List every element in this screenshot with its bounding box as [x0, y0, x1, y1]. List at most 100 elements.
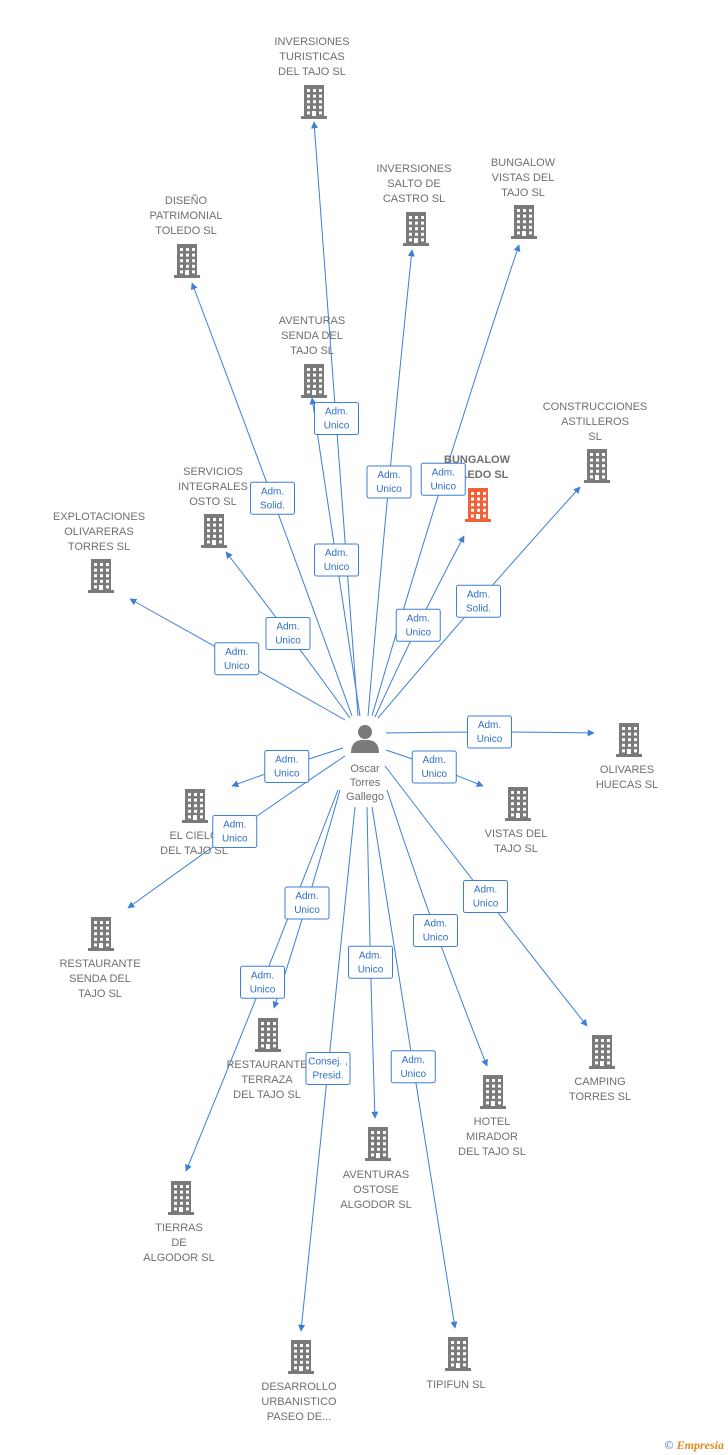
company-name-line: AVENTURAS — [279, 315, 345, 327]
edge-label-n16[interactable]: Adm.Unico — [413, 914, 458, 947]
edge-label-line: Adm. — [474, 885, 497, 896]
edge-label-line: Adm. — [225, 647, 248, 658]
edge-label-n8[interactable]: Adm.Unico — [265, 617, 311, 650]
building-icon — [445, 1337, 471, 1371]
company-name-line: TIERRAS — [155, 1222, 203, 1234]
edge-label-line: Unico — [275, 636, 301, 647]
edge-label-line: Unico — [224, 661, 250, 672]
building-icon — [201, 514, 227, 548]
edge-label-line: Adm. — [402, 1055, 425, 1066]
building-icon — [616, 723, 642, 757]
edge-label-line: Unico — [324, 421, 350, 432]
company-name-line: VISTAS DEL — [485, 828, 548, 840]
edge-label-line: Adm. — [325, 548, 348, 559]
edge-label-line: Unico — [358, 964, 384, 975]
edge-label-line: Consej. , — [308, 1057, 347, 1068]
edge-label-n7[interactable]: Adm.Unico — [395, 608, 441, 642]
company-name-line: CAMPING — [574, 1076, 625, 1088]
edge-label-n4[interactable]: Adm.Solid. — [250, 481, 295, 515]
building-icon — [88, 559, 114, 593]
edge-label-n11[interactable]: Adm.Unico — [264, 750, 310, 783]
company-name-line: HOTEL — [474, 1116, 511, 1128]
company-name-line: URBANISTICO — [261, 1396, 337, 1408]
edge-label-n9[interactable]: Adm. Unico — [214, 642, 260, 676]
edge-label-line: Adm. — [325, 407, 348, 418]
company-name-line: TAJO SL — [290, 345, 334, 357]
company-name-line: DE — [171, 1237, 186, 1249]
edge-label-n13[interactable]: Adm.Unico — [212, 815, 258, 848]
edge-label-line: Adm. — [261, 486, 284, 497]
company-name-line: DEL TAJO SL — [458, 1146, 526, 1158]
company-name-line: ALGODOR SL — [143, 1252, 215, 1264]
company-node-n18[interactable]: TIERRAS DE ALGODOR SL — [143, 1181, 215, 1264]
company-name-line: RESTAURANTE — [59, 958, 140, 970]
company-name-line: SENDA DEL — [69, 973, 131, 985]
edge-label-line: Solid. — [466, 603, 491, 614]
company-node-n20[interactable]: TIPIFUN SL — [426, 1337, 486, 1391]
company-name-line: TOLEDO SL — [155, 225, 217, 237]
company-name-line: CONSTRUCCIONES — [543, 401, 648, 413]
company-name-line: INVERSIONES — [274, 36, 349, 48]
company-name-line: TORRES SL — [68, 541, 130, 553]
company-name-line: VISTAS DEL — [492, 172, 555, 184]
edge-label-n18[interactable]: Adm.Unico — [240, 965, 285, 999]
company-name-line: RESTAURANTE — [226, 1059, 307, 1071]
company-node-n19[interactable]: DESARROLLO URBANISTICO PASEO DE... — [261, 1340, 337, 1423]
building-icon — [465, 488, 491, 522]
edge-label-line: Adm. — [424, 919, 447, 930]
edge-label-n14[interactable]: Adm. Unico — [463, 880, 508, 913]
brand-logo: Empresia — [676, 1438, 724, 1452]
company-name-line: EXPLOTACIONES — [53, 511, 145, 523]
edge-label-n20[interactable]: Adm. Unico — [390, 1050, 436, 1084]
edge-label-line: Adm. — [467, 589, 490, 600]
company-name-line: DESARROLLO — [261, 1381, 337, 1393]
edge-label-n5[interactable]: Adm.Unico — [314, 543, 359, 577]
company-name-line: PASEO DE... — [267, 1411, 332, 1423]
company-name-line: DEL TAJO SL — [160, 845, 228, 857]
edge-label-n6[interactable]: Adm. Solid. — [456, 584, 501, 618]
edge-label-line: Unico — [473, 899, 499, 910]
edge-label-n2[interactable]: Adm.Unico — [366, 465, 412, 499]
edge-label-n3[interactable]: Adm.Unico — [420, 462, 466, 496]
footer-brand: © Empresia — [665, 1438, 724, 1453]
company-name-line: TAJO SL — [501, 187, 545, 199]
edge-label-n15[interactable]: Adm.Unico — [284, 886, 330, 920]
edge-label-n10[interactable]: Adm.Unico — [467, 715, 512, 749]
edge-label-n1[interactable]: Adm. Unico — [314, 402, 359, 435]
edge-label-n19[interactable]: Consej. ,Presid. — [305, 1052, 351, 1085]
building-icon — [255, 1018, 281, 1052]
edge-label-n17[interactable]: Adm.Unico — [348, 945, 393, 979]
company-name-line: DEL TAJO SL — [233, 1089, 301, 1101]
company-name-line: OLIVARES — [600, 764, 654, 776]
building-icon — [505, 787, 531, 821]
building-icon — [168, 1181, 194, 1215]
person-icon — [351, 725, 379, 753]
company-name-line: INTEGRALES — [178, 481, 248, 493]
edge-label-n12[interactable]: Adm.Unico — [411, 750, 457, 784]
edge-label-line: Unico — [376, 484, 402, 495]
edge-label-line: Unico — [400, 1069, 426, 1080]
company-name-line: TIPIFUN SL — [426, 1379, 485, 1391]
edge-labels-layer: Adm.UnicoAdm.UnicoAdm.UnicoAdm.Solid.Adm… — [212, 402, 512, 1085]
edge-label-line: Adm. — [251, 970, 274, 981]
building-icon — [301, 364, 327, 398]
